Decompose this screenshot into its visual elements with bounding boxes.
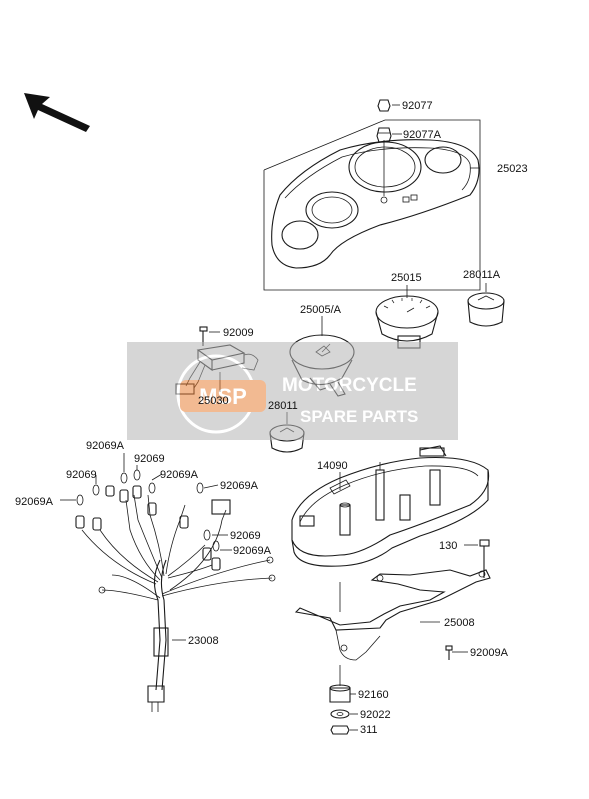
label-92069-1: 92069	[134, 453, 165, 465]
leader-lines	[172, 639, 468, 731]
tachometer-25015	[375, 285, 439, 349]
grommet-92160	[329, 665, 351, 703]
label-92009A: 92009A	[470, 647, 509, 659]
watermark-logo: MSP	[199, 384, 247, 409]
label-311: 311	[360, 724, 378, 736]
label-92022: 92022	[360, 709, 391, 721]
bolt-92009A	[445, 645, 453, 660]
meter-case-14090	[291, 445, 490, 567]
nut-92077	[377, 99, 400, 112]
label-92069-3: 92069	[230, 530, 261, 542]
label-92009: 92009	[223, 327, 254, 339]
label-25023: 25023	[497, 163, 528, 175]
front-direction-arrow-icon	[24, 93, 90, 132]
washer-92022	[330, 709, 350, 719]
watermark-line2: SPARE PARTS	[300, 407, 418, 426]
indicator-28011A	[467, 283, 505, 327]
label-14090: 14090	[317, 460, 348, 472]
label-130: 130	[439, 540, 457, 552]
label-92069A-1: 92069A	[86, 440, 125, 452]
bracket-25008	[294, 569, 491, 661]
label-25030: 25030	[198, 395, 229, 407]
nut-311	[330, 725, 350, 735]
label-28011A: 28011A	[463, 269, 501, 281]
label-25008: 25008	[444, 617, 475, 629]
bulb-sockets	[60, 453, 232, 571]
watermark: MSP MOTORCYCLE SPARE PARTS	[127, 342, 458, 440]
label-92069A-2: 92069A	[160, 469, 199, 481]
label-92077A: 92077A	[403, 129, 442, 141]
watermark-logo-box	[180, 380, 266, 412]
watermark-line1: MOTORCYCLE	[282, 375, 417, 396]
label-92069A-5: 92069A	[233, 545, 272, 557]
part-labels: 92077 92077A 25023 25015 28011A 25005/A …	[15, 100, 528, 736]
label-92077: 92077	[402, 100, 433, 112]
label-25005A: 25005/A	[300, 304, 342, 316]
label-25015: 25015	[391, 272, 422, 284]
label-28011: 28011	[268, 400, 298, 412]
label-92160: 92160	[358, 689, 389, 701]
label-23008: 23008	[188, 635, 219, 647]
label-92069A-4: 92069A	[15, 496, 54, 508]
bolt-130	[464, 539, 490, 578]
label-92069A-3: 92069A	[220, 480, 259, 492]
nut-92077A	[376, 127, 402, 143]
label-92069-2: 92069	[66, 469, 97, 481]
meter-cover-assembly	[263, 119, 481, 291]
wiring-harness-23008	[81, 494, 276, 712]
